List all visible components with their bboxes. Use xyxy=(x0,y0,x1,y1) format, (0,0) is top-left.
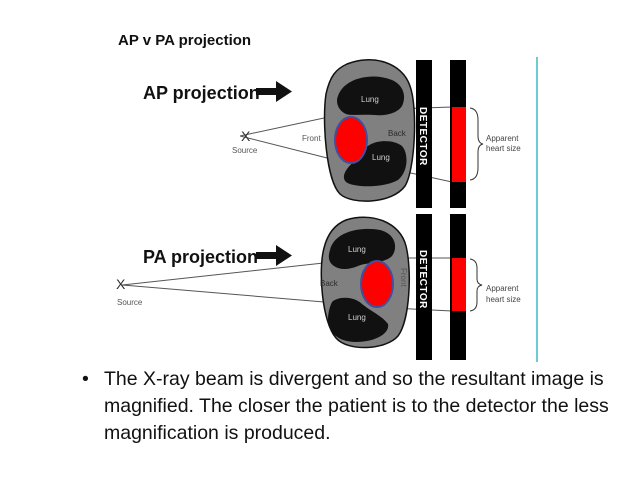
ap-beam-lower xyxy=(239,135,340,162)
pa-front-label: Front xyxy=(399,268,408,287)
pa-back-label: Back xyxy=(320,279,339,288)
ap-lung-upper-label: Lung xyxy=(361,95,379,104)
ap-source-label: Source xyxy=(232,146,258,155)
ap-lung-lower-label: Lung xyxy=(372,153,390,162)
pa-projection-panel: PA projection X Source Lung Lung Back Fr… xyxy=(116,214,521,360)
pa-apparent-label-1: Apparent xyxy=(486,284,519,293)
bullet-icon: • xyxy=(82,368,89,390)
pa-lung-lower-label: Lung xyxy=(348,313,366,322)
ap-back-label: Back xyxy=(388,129,407,138)
ap-front-label: Front xyxy=(302,134,321,143)
pa-detector xyxy=(416,214,432,360)
pa-detector-label: DETECTOR xyxy=(417,250,428,309)
ap-apparent-heart xyxy=(452,107,466,182)
bullet-text: The X-ray beam is divergent and so the r… xyxy=(104,368,609,444)
pa-source-label: Source xyxy=(117,298,143,307)
ap-projection-panel: AP projection X Source Lung Lung Back Fr… xyxy=(143,59,521,208)
ap-brace xyxy=(469,107,484,181)
diagram-title: AP v PA projection xyxy=(118,32,251,49)
pa-heart xyxy=(360,260,394,308)
bullet-point: • The X-ray beam is divergent and so the… xyxy=(82,366,622,447)
pa-heading: PA projection xyxy=(143,247,258,267)
ap-lung-upper xyxy=(336,76,405,116)
pa-lung-upper xyxy=(328,228,396,269)
pa-apparent-label-2: heart size xyxy=(486,295,521,304)
ap-detector xyxy=(416,60,432,208)
ap-source-mark: X xyxy=(241,128,251,144)
ap-beam-upper xyxy=(239,114,339,137)
ap-arrow-icon xyxy=(256,81,292,102)
pa-arrow-icon xyxy=(256,245,292,266)
ap-detector-label: DETECTOR xyxy=(417,107,428,166)
pa-lung-upper-label: Lung xyxy=(348,245,366,254)
pa-apparent-heart xyxy=(452,258,466,311)
pa-brace xyxy=(469,258,483,312)
ap-apparent-label-2: heart size xyxy=(486,144,521,153)
ap-lung-lower xyxy=(343,141,407,187)
pa-source-mark: X xyxy=(116,276,126,292)
pa-beam-upper xyxy=(121,258,361,286)
pa-beam-lower xyxy=(121,284,361,306)
pa-lung-lower xyxy=(328,297,389,342)
ap-apparent-label-1: Apparent xyxy=(486,134,519,143)
ap-heading: AP projection xyxy=(143,83,260,103)
ap-heart xyxy=(334,116,368,164)
